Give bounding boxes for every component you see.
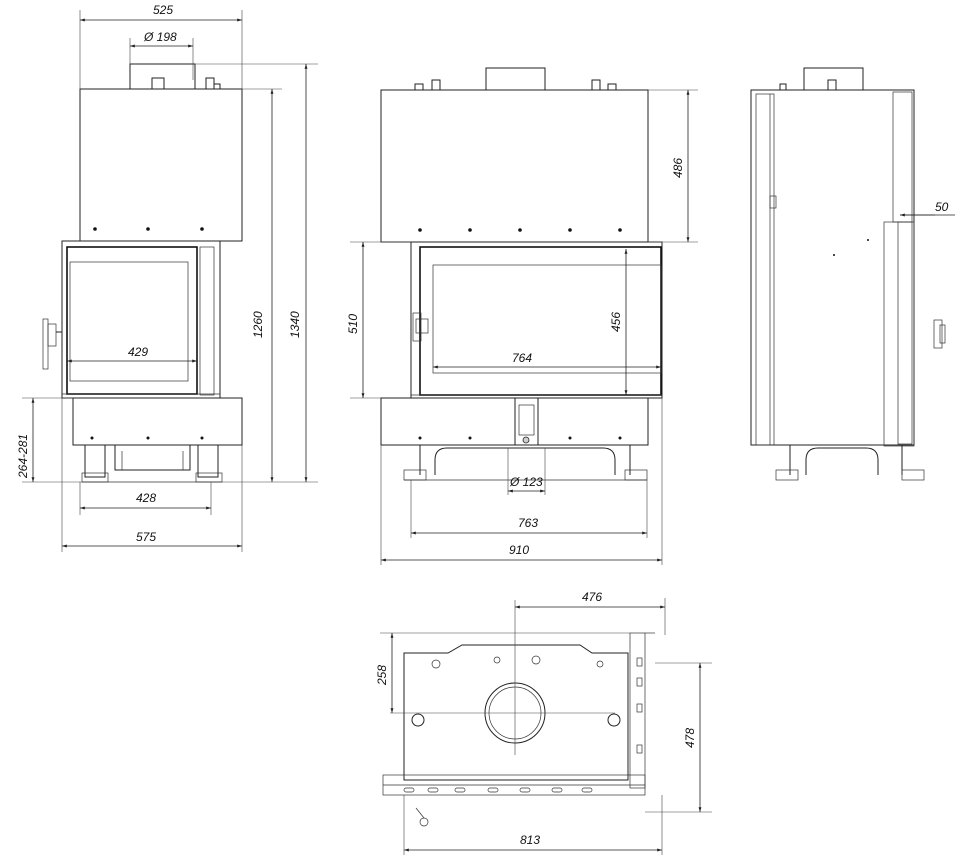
dim-air-diameter: Ø 123 xyxy=(509,475,543,489)
dim-glass-inner-height: 456 xyxy=(609,312,623,332)
wide-screws-row xyxy=(418,228,622,232)
dim-hood-height: 486 xyxy=(671,158,685,178)
dim-front-base-width: 428 xyxy=(136,491,156,505)
dim-profile-offset: 50 xyxy=(935,200,949,214)
dim-front-height-inner: 1260 xyxy=(251,311,265,338)
dim-glass-width: 764 xyxy=(512,351,532,365)
front-dimensions: 525 Ø 198 1260 1340 429 264-281 428 575 xyxy=(16,3,318,552)
dim-top-width: 813 xyxy=(520,833,540,847)
dim-front-total-width: 575 xyxy=(136,530,156,544)
dim-top-depth: 478 xyxy=(683,728,697,748)
top-dimensions: 476 258 478 813 xyxy=(375,590,712,855)
wide-front-dimensions: 486 510 456 764 Ø 123 763 910 xyxy=(346,89,698,565)
dim-front-leg-range: 264-281 xyxy=(16,434,30,479)
profile-view xyxy=(750,67,946,481)
front-door-handle xyxy=(42,318,62,370)
wide-lower-screws xyxy=(418,436,622,440)
dim-front-glass-width: 429 xyxy=(128,345,148,359)
profile-handle xyxy=(933,319,946,349)
dim-top-depth-offset: 476 xyxy=(582,590,602,604)
top-view xyxy=(382,600,655,827)
front-lower-screws xyxy=(90,436,204,440)
front-screws-row xyxy=(93,227,204,231)
dim-front-height-total: 1340 xyxy=(288,311,302,338)
dim-front-top-width: 525 xyxy=(153,3,173,17)
dim-glass-height: 510 xyxy=(346,314,360,334)
profile-dimensions: 50 xyxy=(900,200,955,217)
top-slots xyxy=(403,787,593,793)
dim-base-width: 763 xyxy=(518,516,538,530)
wide-door-handle xyxy=(412,312,429,342)
dim-top-flue-offset: 258 xyxy=(375,665,389,686)
front-view xyxy=(42,63,243,483)
wide-front-view xyxy=(380,67,663,481)
dim-flue-diameter: Ø 198 xyxy=(143,30,177,44)
dim-total-width: 910 xyxy=(509,543,529,557)
